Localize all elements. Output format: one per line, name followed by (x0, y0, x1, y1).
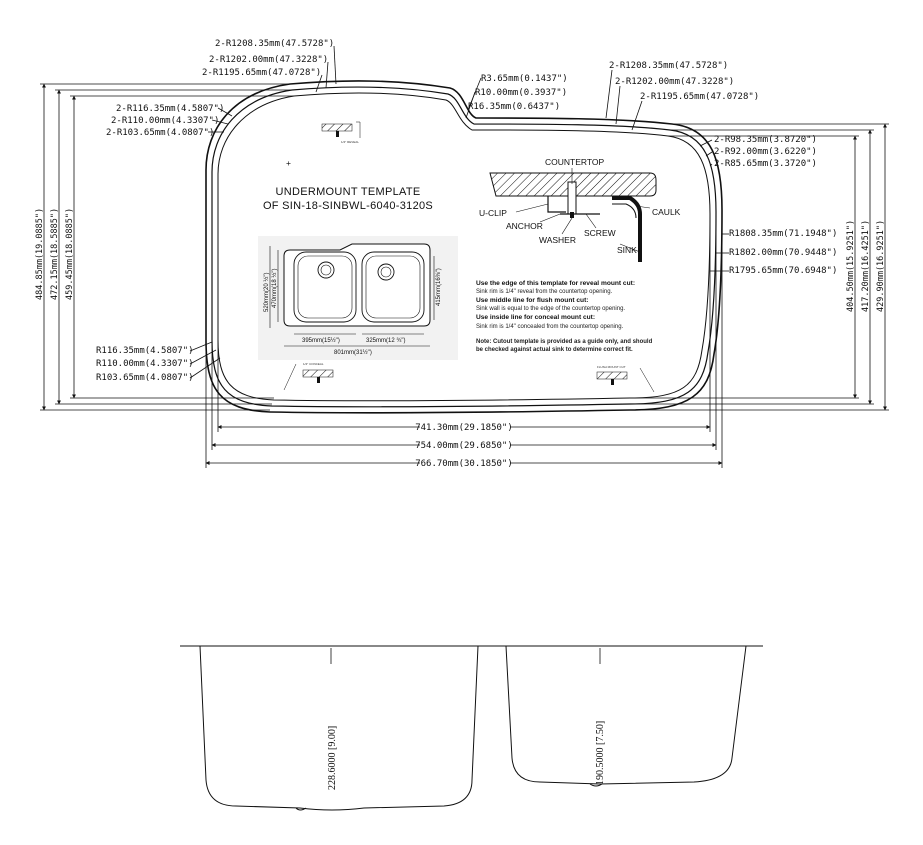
label-sink: SINK (617, 245, 637, 255)
heights-right-group (630, 123, 889, 411)
height-right-1: 404.50mm(15.9251") (846, 220, 856, 312)
radii-top-left-group: 2-R1208.35mm(47.5728") 2-R1202.00mm(47.3… (202, 39, 337, 93)
label-washer: WASHER (539, 235, 576, 245)
radii-lower-left-group: R116.35mm(4.5807") R110.00mm(4.3307") R1… (96, 341, 221, 383)
instruction-heading-2: Use middle line for flush mount cut: (476, 297, 588, 304)
heights-left-group (40, 83, 294, 411)
label-u-clip: U-CLIP (479, 208, 507, 218)
radius-right-side-2: R1802.00mm(70.9448") (729, 248, 837, 258)
radius-top-right-2: 2-R1202.00mm(47.3228") (615, 77, 734, 87)
radius-top-left-2: 2-R1202.00mm(47.3228") (209, 55, 328, 65)
template-title-line2: OF SIN-18-SINBWL-6040-3120S (263, 200, 433, 212)
radii-right-side-group: R1808.35mm(71.1948") R1802.00mm(70.9448"… (710, 229, 837, 276)
radius-notch-3: R16.35mm(0.6437") (468, 102, 560, 112)
radius-right-side-3: R1795.65mm(70.6948") (729, 266, 837, 276)
outline-outer (205, 80, 723, 414)
radius-right-corner-3: 2-R85.65mm(3.3720") (714, 159, 817, 169)
height-left-3: 459.45mm(18.0885") (65, 208, 75, 300)
height-right-2: 417.20mm(16.4251") (861, 220, 871, 312)
radius-right-corner-1: 2-R98.35mm(3.8720") (714, 135, 817, 145)
thumb-dim-395: 395mm(15½") (302, 337, 340, 344)
instructions-block: Use the edge of this template for reveal… (476, 280, 653, 353)
height-left-2: 472.15mm(18.5885") (50, 208, 60, 300)
flush-callout-label: FLUSH MOUNT CUT (597, 365, 626, 369)
right-bowl-profile (505, 645, 747, 785)
radius-notch-1: R3.65mm(0.1437") (481, 74, 568, 84)
radii-top-right-group: 2-R1208.35mm(47.5728") 2-R1202.00mm(47.3… (605, 61, 759, 131)
radius-top-left-3: 2-R1195.65mm(47.0728") (202, 68, 321, 78)
widths-bottom-group (205, 210, 723, 468)
radius-right-corner-2: 2-R92.00mm(3.6220") (714, 147, 817, 157)
label-screw: SCREW (584, 228, 616, 238)
radius-notch-2: R10.00mm(0.3937") (475, 88, 567, 98)
width-bottom-3: 766.70mm(30.1850") (415, 459, 513, 469)
left-bowl-depth: 228.6000 [9.00] (327, 726, 338, 790)
left-bowl-profile (199, 645, 479, 811)
label-anchor: ANCHOR (506, 221, 543, 231)
center-mark: + (286, 158, 291, 168)
outline-inner (217, 92, 711, 402)
mounting-section-detail: COUNTERTOP U-CLIP ANCHOR WASHER SCREW CA… (479, 157, 681, 262)
radius-top-left-1: 2-R1208.35mm(47.5728") (215, 39, 334, 49)
width-bottom-2: 754.00mm(29.6850") (415, 441, 513, 451)
width-bottom-1: 741.30mm(29.1850") (415, 423, 513, 433)
radius-upper-left-3: 2-R103.65mm(4.0807") (106, 128, 214, 138)
note-line-2: be checked against actual sink to determ… (476, 347, 633, 353)
thumb-dim-801: 801mm(31½") (334, 349, 372, 356)
radius-top-right-1: 2-R1208.35mm(47.5728") (609, 61, 728, 71)
instruction-body-1: Sink rim is 1/4" reveal from the counter… (476, 289, 613, 295)
radius-top-right-3: 2-R1195.65mm(47.0728") (640, 92, 759, 102)
height-left-1: 484.85mm(19.0885") (35, 208, 45, 300)
radius-upper-left-1: 2-R116.35mm(4.5807") (116, 104, 224, 114)
conceal-callout: 1/4" CONCEAL (283, 362, 334, 391)
radii-upper-left-group: 2-R116.35mm(4.5807") 2-R110.00mm(4.3307"… (106, 104, 233, 138)
right-bowl-depth: 190.5000 [7.50] (595, 721, 606, 785)
radius-lower-left-1: R116.35mm(4.5807") (96, 346, 194, 356)
bowl-profiles (180, 645, 763, 811)
sink-cutout-outline (205, 80, 723, 414)
reveal-callout: 1/4" REVEAL (321, 121, 361, 144)
instruction-body-3: Sink rim is 1/4" concealed from the coun… (476, 324, 624, 330)
note-line-1: Note: Cutout template is provided as a g… (476, 339, 653, 345)
reveal-callout-label: 1/4" REVEAL (341, 140, 359, 144)
radii-right-corner-group: 2-R98.35mm(3.8720") 2-R92.00mm(3.6220") … (699, 135, 817, 169)
radius-lower-left-2: R110.00mm(4.3307") (96, 359, 194, 369)
label-countertop: COUNTERTOP (545, 157, 605, 167)
height-right-3: 429.90mm(16.9251") (876, 220, 886, 312)
radius-right-side-1: R1808.35mm(71.1948") (729, 229, 837, 239)
radius-upper-left-2: 2-R110.00mm(4.3307") (111, 116, 219, 126)
label-caulk: CAULK (652, 207, 681, 217)
radius-lower-left-3: R103.65mm(4.0807") (96, 373, 194, 383)
thumb-dim-325: 325mm(12 ¾") (366, 338, 405, 344)
conceal-callout-label: 1/4" CONCEAL (303, 362, 324, 366)
instruction-body-2: Sink wall is equal to the edge of the co… (476, 306, 625, 312)
sink-thumbnail: 520mm(20 ½") 470mm(18 ½") 415mm(16⅜") 39… (258, 236, 458, 360)
instruction-heading-1: Use the edge of this template for reveal… (476, 280, 635, 287)
thumb-dim-520: 520mm(20 ½") (263, 273, 270, 312)
template-title-line1: UNDERMOUNT TEMPLATE (275, 186, 420, 198)
radii-notch-group: R3.65mm(0.1437") R10.00mm(0.3937") R16.3… (465, 74, 568, 119)
thumb-dim-470: 470mm(18 ½") (271, 269, 278, 308)
instruction-heading-3: Use inside line for conceal mount cut: (476, 314, 595, 321)
thumb-dim-415: 415mm(16⅜") (436, 268, 442, 306)
flush-callout: FLUSH MOUNT CUT (596, 365, 655, 393)
outline-middle (211, 86, 717, 408)
